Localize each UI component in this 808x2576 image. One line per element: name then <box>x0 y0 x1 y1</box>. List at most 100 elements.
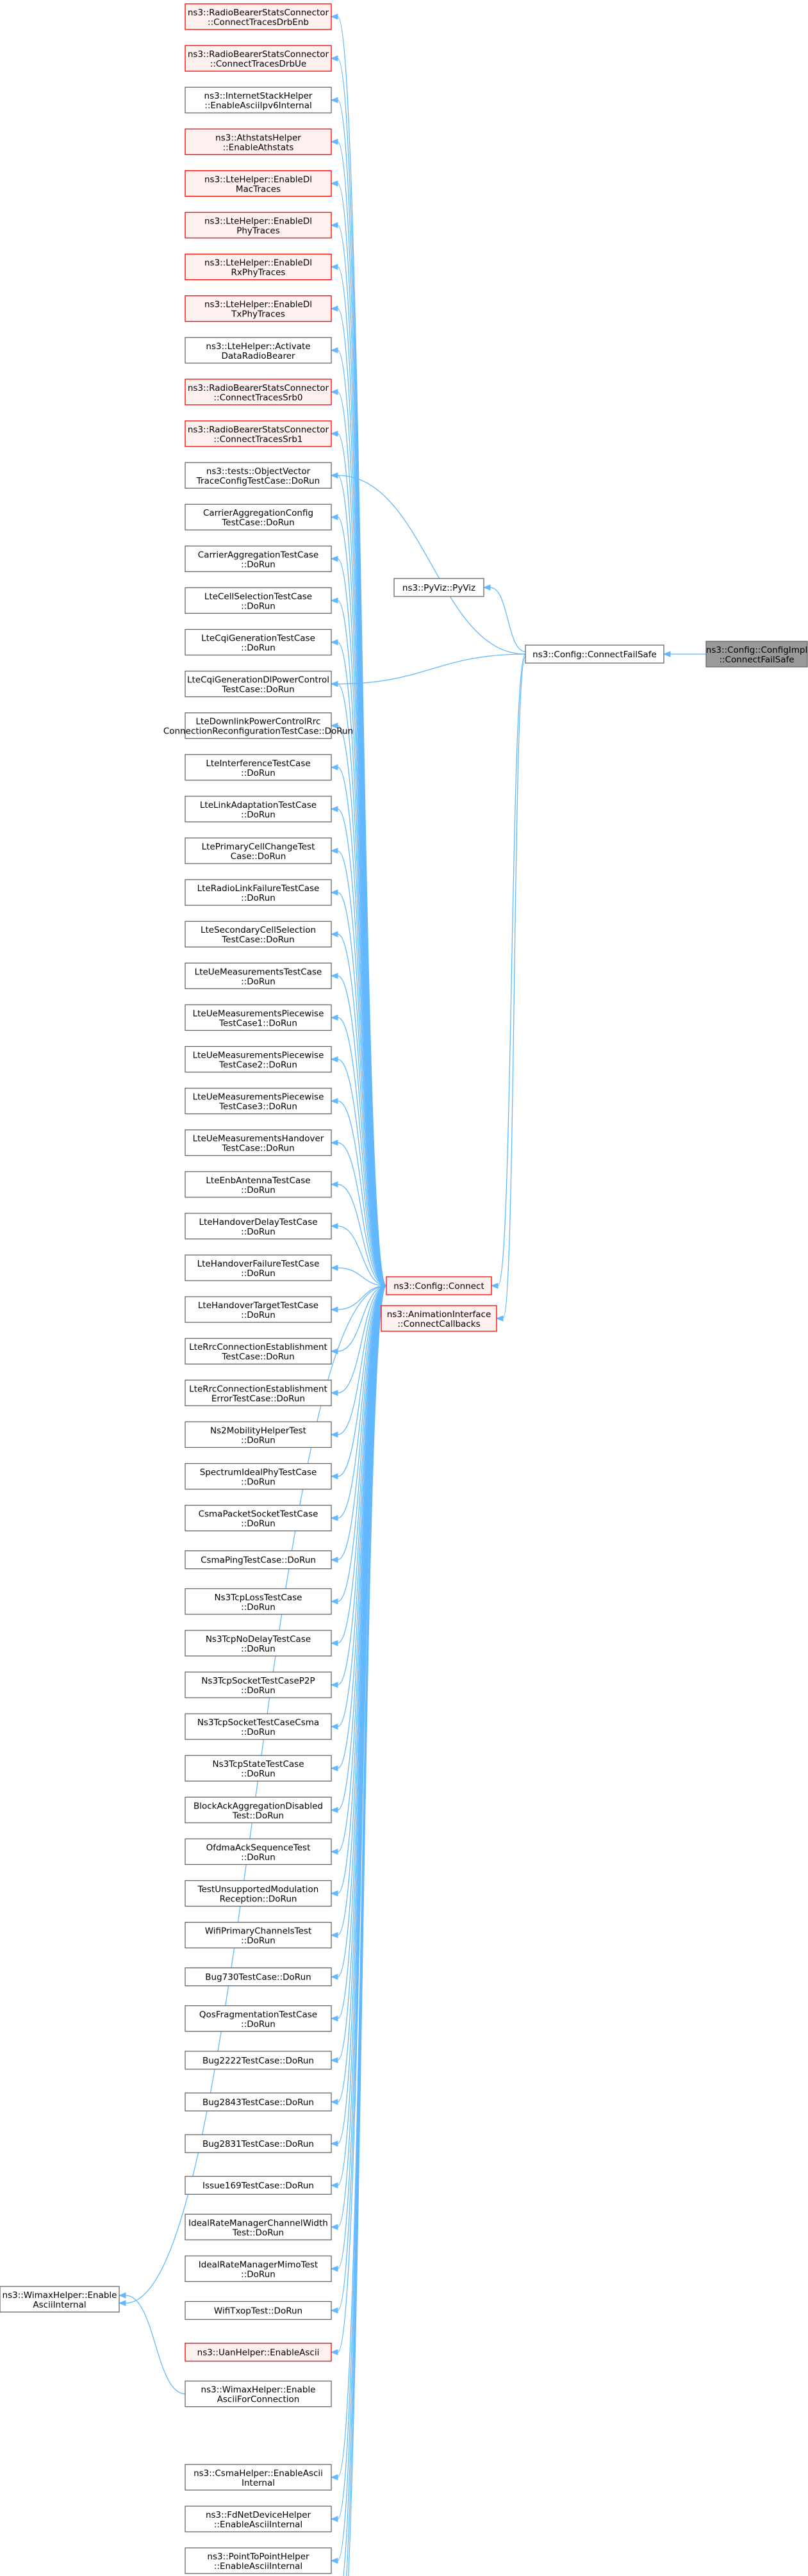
caller-node-24-label: LteUeMeasurementsPiecewise <box>193 1008 324 1019</box>
caller-node-26-box <box>185 1087 332 1115</box>
caller-node-47[interactable]: Bug730TestCase::DoRun <box>185 1967 332 1987</box>
caller-node-40[interactable]: Ns3TcpSocketTestCaseP2P::DoRun <box>185 1671 332 1698</box>
caller-node-21[interactable]: LteRadioLinkFailureTestCase::DoRun <box>185 879 332 906</box>
caller-node-41[interactable]: Ns3TcpSocketTestCaseCsma::DoRun <box>185 1713 332 1740</box>
wimax-ascii-internal-node[interactable]: ns3::WimaxHelper::EnableAsciiInternal <box>0 2286 120 2313</box>
edge-connect-to-caller-23 <box>337 975 387 1286</box>
caller-node-21-box <box>185 879 332 906</box>
caller-node-48[interactable]: QosFragmentationTestCase::DoRun <box>185 2005 332 2032</box>
caller-node-16[interactable]: LteCqiGenerationDlPowerControlTestCase::… <box>185 670 332 698</box>
connect-fail-safe-node[interactable]: ns3::Config::ConnectFailSafe <box>525 644 664 664</box>
caller-node-27-label: TestCase::DoRun <box>221 1144 294 1154</box>
caller-node-56-label: ns3::UanHelper::EnableAscii <box>197 2348 320 2358</box>
caller-node-57[interactable]: ns3::WimaxHelper::EnableAsciiForConnecti… <box>185 2381 332 2408</box>
caller-node-50[interactable]: Bug2843TestCase::DoRun <box>185 2092 332 2112</box>
caller-node-13[interactable]: CarrierAggregationTestCase::DoRun <box>185 545 332 572</box>
caller-node-34[interactable]: Ns2MobilityHelperTest::DoRun <box>185 1421 332 1448</box>
edge-connect-to-caller-56 <box>337 1285 387 2353</box>
caller-node-24-label: TestCase1::DoRun <box>218 1018 297 1028</box>
caller-node-49[interactable]: Bug2222TestCase::DoRun <box>185 2051 332 2070</box>
caller-node-0[interactable]: ns3::RadioBearerStatsConnector::ConnectT… <box>185 3 332 30</box>
edge-arrowhead <box>330 13 338 20</box>
wimax-ascii-internal-node-label: ns3::WimaxHelper::Enable <box>3 2290 117 2301</box>
caller-node-30-label: LteHandoverFailureTestCase <box>197 1259 320 1269</box>
caller-node-54[interactable]: IdealRateManagerMimoTest::DoRun <box>185 2255 332 2283</box>
caller-node-11[interactable]: ns3::tests::ObjectVectorTraceConfigTestC… <box>185 462 332 489</box>
caller-node-45-label: Reception::DoRun <box>220 1894 297 1905</box>
caller-node-45-box <box>185 1880 332 1907</box>
caller-node-10[interactable]: ns3::RadioBearerStatsConnector::ConnectT… <box>185 420 332 447</box>
caller-node-21-label: LteRadioLinkFailureTestCase <box>197 883 320 894</box>
caller-node-38[interactable]: Ns3TcpLossTestCase::DoRun <box>185 1588 332 1615</box>
caller-node-36[interactable]: CsmaPacketSocketTestCase::DoRun <box>185 1504 332 1532</box>
caller-node-40-box <box>185 1671 332 1698</box>
caller-node-46[interactable]: WifiPrimaryChannelsTest::DoRun <box>185 1921 332 1949</box>
edge-arrowhead <box>330 389 338 395</box>
caller-node-17[interactable]: LteDownlinkPowerControlRrcConnectionReco… <box>163 712 353 739</box>
connect-node-label: ns3::Config::Connect <box>393 1281 484 1292</box>
caller-node-51[interactable]: Bug2831TestCase::DoRun <box>185 2134 332 2153</box>
caller-node-15[interactable]: LteCqiGenerationTestCase::DoRun <box>185 628 332 656</box>
caller-node-52-label: Issue169TestCase::DoRun <box>202 2181 314 2191</box>
caller-node-59[interactable]: ns3::FdNetDeviceHelper::EnableAsciiInter… <box>185 2506 332 2532</box>
caller-node-37[interactable]: CsmaPingTestCase::DoRun <box>185 1550 332 1570</box>
caller-node-42-label: Ns3TcpStateTestCase <box>212 1759 304 1769</box>
caller-node-9[interactable]: ns3::RadioBearerStatsConnector::ConnectT… <box>185 379 332 406</box>
caller-node-23[interactable]: LteUeMeasurementsTestCase::DoRun <box>185 962 332 989</box>
caller-node-25[interactable]: LteUeMeasurementsPiecewiseTestCase2::DoR… <box>185 1046 332 1073</box>
edge-arrowhead <box>330 1556 338 1563</box>
caller-node-28[interactable]: LteEnbAntennaTestCase::DoRun <box>185 1171 332 1198</box>
connect-node-box <box>386 1276 492 1295</box>
caller-node-45[interactable]: TestUnsupportedModulationReception::DoRu… <box>185 1880 332 1907</box>
caller-node-60-label: ns3::PointToPointHelper <box>207 2552 309 2562</box>
caller-node-14[interactable]: LteCellSelectionTestCase::DoRun <box>185 587 332 614</box>
caller-node-35[interactable]: SpectrumIdealPhyTestCase::DoRun <box>185 1463 332 1490</box>
caller-node-42[interactable]: Ns3TcpStateTestCase::DoRun <box>185 1755 332 1782</box>
caller-node-24[interactable]: LteUeMeasurementsPiecewiseTestCase1::DoR… <box>185 1004 332 1031</box>
pyviz-node[interactable]: ns3::PyViz::PyViz <box>393 578 484 597</box>
caller-node-29[interactable]: LteHandoverDelayTestCase::DoRun <box>185 1213 332 1240</box>
caller-node-25-box <box>185 1046 332 1073</box>
root-node[interactable]: ns3::Config::ConfigImpl::ConnectFailSafe <box>705 641 808 668</box>
caller-node-39[interactable]: Ns3TcpNoDelayTestCase::DoRun <box>185 1630 332 1657</box>
edge-arrowhead <box>663 651 671 657</box>
caller-node-56[interactable]: ns3::UanHelper::EnableAscii <box>185 2342 332 2362</box>
edge-arrowhead <box>330 222 338 229</box>
caller-node-2[interactable]: ns3::InternetStackHelper::EnableAsciiIpv… <box>185 86 332 113</box>
edge-arrowhead <box>330 1139 338 1146</box>
caller-node-52[interactable]: Issue169TestCase::DoRun <box>185 2176 332 2195</box>
caller-node-26[interactable]: LteUeMeasurementsPiecewiseTestCase3::DoR… <box>185 1087 332 1115</box>
animation-interface-node[interactable]: ns3::AnimationInterface::ConnectCallback… <box>381 1305 497 1332</box>
pyviz-node-label: ns3::PyViz::PyViz <box>402 583 475 593</box>
caller-node-3[interactable]: ns3::AthstatsHelper::EnableAthstats <box>185 128 332 155</box>
caller-node-33[interactable]: LteRrcConnectionEstablishmentErrorTestCa… <box>185 1379 332 1406</box>
edge-arrowhead <box>330 680 338 687</box>
caller-node-1[interactable]: ns3::RadioBearerStatsConnector::ConnectT… <box>185 45 332 72</box>
caller-node-32[interactable]: LteRrcConnectionEstablishmentTestCase::D… <box>185 1338 332 1365</box>
caller-node-18[interactable]: LteInterferenceTestCase::DoRun <box>185 754 332 781</box>
caller-node-31[interactable]: LteHandoverTargetTestCase::DoRun <box>185 1296 332 1323</box>
caller-node-13-label: ::DoRun <box>241 559 276 570</box>
caller-node-55[interactable]: WifiTxopTest::DoRun <box>185 2301 332 2320</box>
caller-node-39-label: ::DoRun <box>241 1644 276 1654</box>
caller-node-19[interactable]: LteLinkAdaptationTestCase::DoRun <box>185 796 332 823</box>
edge-arrowhead <box>330 1056 338 1063</box>
caller-node-2-box <box>185 86 332 113</box>
connect-fail-safe-node-box <box>525 644 664 664</box>
caller-node-44[interactable]: OfdmaAckSequenceTest::DoRun <box>185 1838 332 1866</box>
connect-node[interactable]: ns3::Config::Connect <box>386 1276 492 1295</box>
caller-node-60[interactable]: ns3::PointToPointHelper::EnableAsciiInte… <box>185 2547 332 2574</box>
caller-node-30[interactable]: LteHandoverFailureTestCase::DoRun <box>185 1254 332 1281</box>
caller-node-58[interactable]: ns3::CsmaHelper::EnableAsciiInternal <box>185 2464 332 2491</box>
